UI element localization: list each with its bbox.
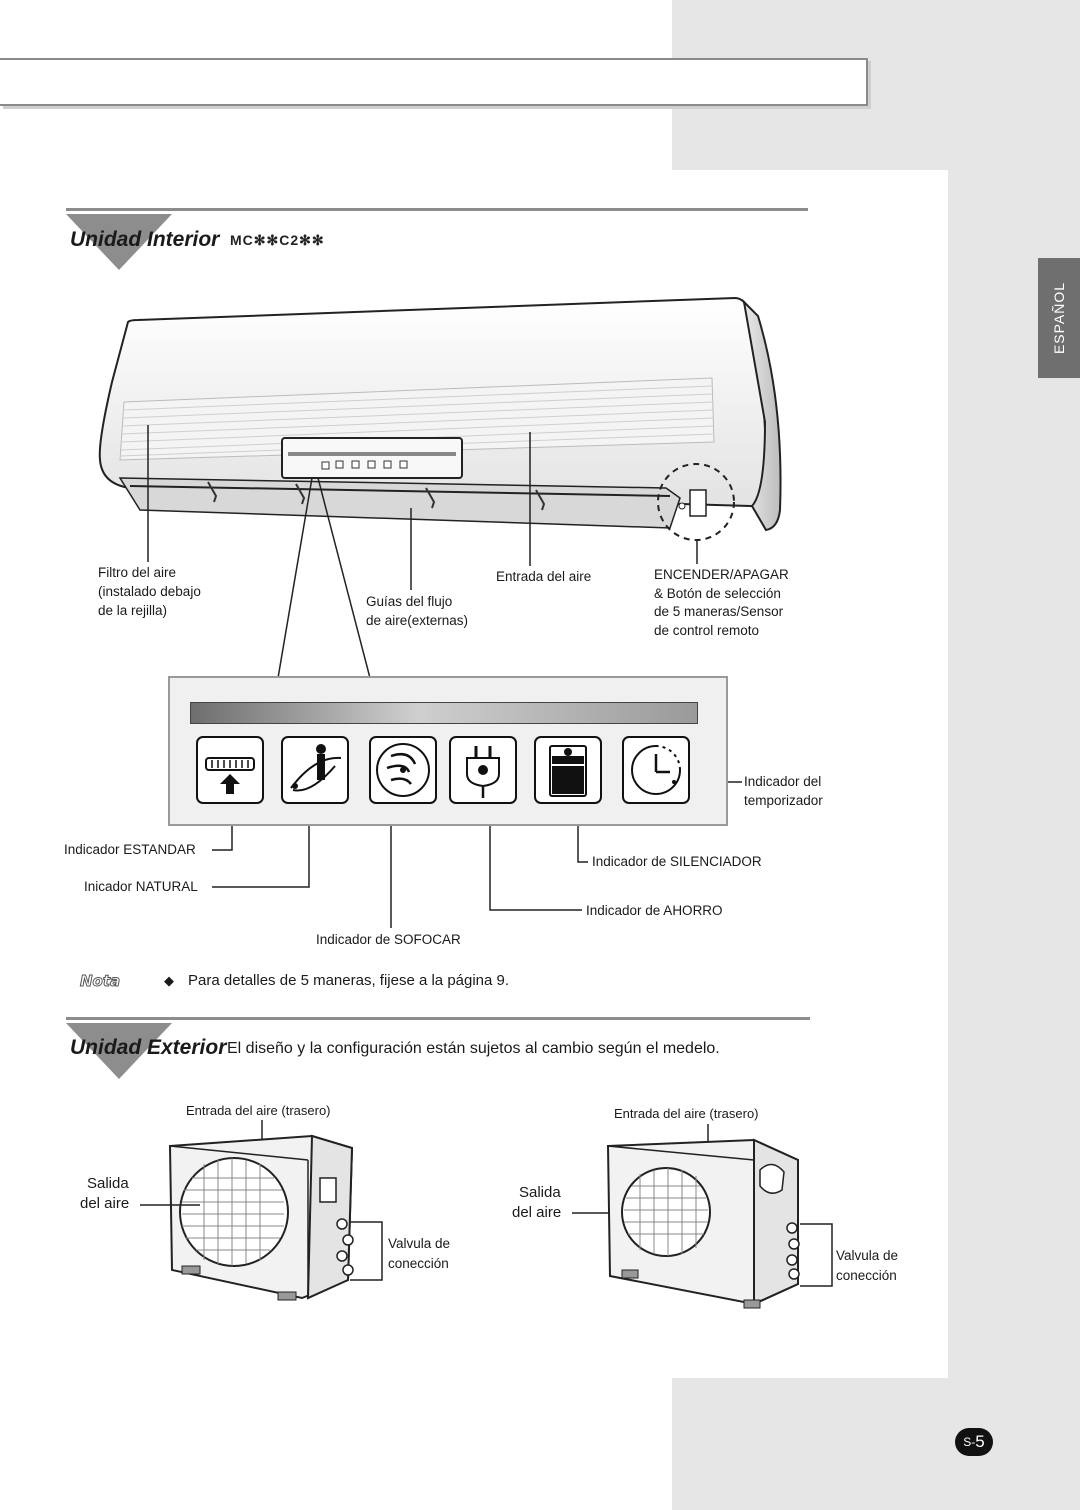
indoor-title: Unidad Interior bbox=[70, 228, 220, 251]
saving-plug-icon bbox=[449, 736, 517, 804]
timer-indicator-label-1: Indicador del bbox=[744, 774, 822, 789]
gray-margin-bottom bbox=[672, 1378, 1080, 1510]
indoor-section-marker bbox=[66, 214, 172, 270]
natural-icon bbox=[281, 736, 349, 804]
outdoor-title: Unidad Exterior bbox=[70, 1036, 227, 1059]
timer-indicator-label-2: temporizador bbox=[744, 793, 823, 808]
guides-label-2: de aire(externas) bbox=[366, 613, 469, 628]
gray-margin-right bbox=[948, 0, 1080, 1510]
natural-indicator-label: Inicador NATURAL bbox=[84, 879, 198, 894]
note-bullet: ◆ bbox=[164, 973, 174, 988]
filter-label-3: de la rejilla) bbox=[98, 603, 168, 618]
timer-icon bbox=[622, 736, 690, 804]
turbo-indicator-label: Indicador de SOFOCAR bbox=[316, 932, 461, 947]
turbo-icon bbox=[369, 736, 437, 804]
standard-indicator-label: Indicador ESTANDAR bbox=[64, 842, 196, 857]
outdoor-unit-1-illustration bbox=[168, 1134, 354, 1301]
outdoor1-valve-label-1: Valvula de bbox=[388, 1236, 451, 1251]
note-label: Nota bbox=[79, 972, 121, 991]
outdoor-section-rule bbox=[66, 1017, 810, 1020]
page-number-badge: S-5 bbox=[955, 1428, 993, 1456]
outdoor-subtitle: El diseño y la configuración están sujet… bbox=[227, 1040, 720, 1057]
page-prefix: S- bbox=[963, 1435, 976, 1449]
filter-label-2: (instalado debajo bbox=[98, 584, 201, 599]
header-bar bbox=[0, 58, 868, 106]
language-tab-label: ESPAÑOL bbox=[1051, 281, 1068, 355]
indoor-model: MC✻✻C2✻✻ bbox=[230, 232, 325, 248]
silencer-indicator-label: Indicador de SILENCIADOR bbox=[592, 854, 762, 869]
power-label-1: ENCENDER/APAGAR bbox=[654, 567, 789, 582]
standard-icon bbox=[196, 736, 264, 804]
outdoor-section-marker bbox=[66, 1023, 172, 1079]
outdoor1-valve-label-2: conección bbox=[388, 1256, 449, 1271]
power-label-2: & Botón de selección bbox=[654, 586, 781, 601]
page-number: 5 bbox=[975, 1432, 985, 1451]
power-label-4: de control remoto bbox=[654, 623, 760, 638]
outdoor2-valve-label-1: Valvula de bbox=[836, 1248, 899, 1263]
power-label-3: de 5 maneras/Sensor bbox=[654, 604, 784, 619]
silencer-icon bbox=[534, 736, 602, 804]
outdoor2-outlet-label-1: Salida bbox=[519, 1184, 561, 1201]
outdoor-unit-2-illustration bbox=[606, 1138, 800, 1309]
outdoor1-rear-inlet-label: Entrada del aire (trasero) bbox=[186, 1103, 331, 1118]
outdoor1-outlet-label-1: Salida bbox=[87, 1175, 129, 1192]
indoor-section-rule bbox=[66, 208, 808, 211]
language-tab: ESPAÑOL bbox=[1038, 258, 1080, 378]
outdoor2-valve-label-2: conección bbox=[836, 1268, 897, 1283]
saving-indicator-label: Indicador de AHORRO bbox=[586, 903, 723, 918]
filter-label-1: Filtro del aire bbox=[98, 565, 177, 580]
outdoor1-outlet-label-2: del aire bbox=[80, 1195, 130, 1212]
indoor-unit-illustration bbox=[98, 296, 782, 541]
note-text: Para detalles de 5 maneras, fijese a la … bbox=[188, 972, 510, 989]
outdoor2-rear-inlet-label: Entrada del aire (trasero) bbox=[614, 1106, 759, 1121]
outdoor2-outlet-label-2: del aire bbox=[512, 1204, 562, 1221]
guides-label-1: Guías del flujo bbox=[366, 594, 453, 609]
display-strip bbox=[190, 702, 698, 724]
inlet-label: Entrada del aire bbox=[496, 569, 592, 584]
